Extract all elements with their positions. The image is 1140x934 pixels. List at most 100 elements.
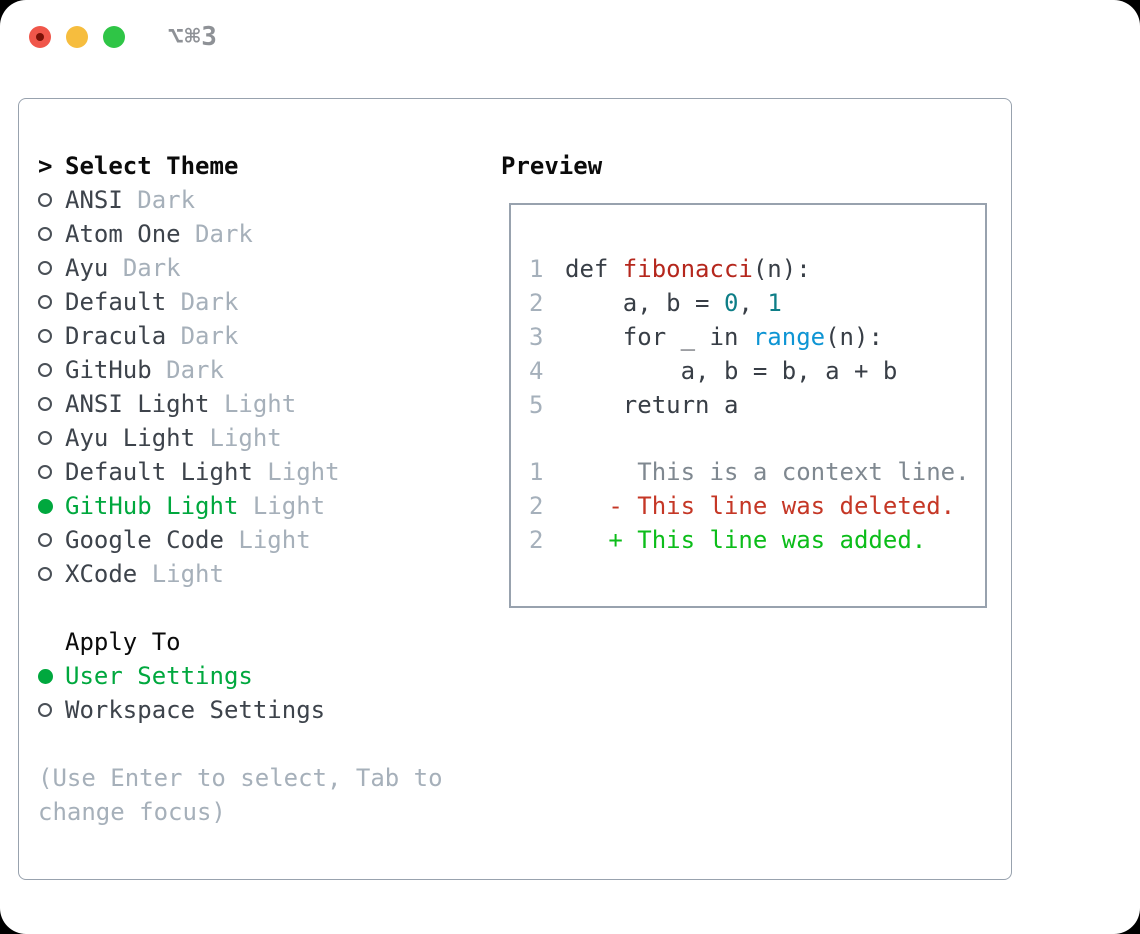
theme-variant-tag: Dark xyxy=(180,288,239,316)
theme-name: Google Code xyxy=(65,526,224,554)
apply-to-title: Apply To xyxy=(65,628,181,656)
radio-selected-icon xyxy=(38,498,53,514)
theme-name: Dracula xyxy=(65,322,167,350)
radio-icon xyxy=(38,703,52,717)
line-number: 5 xyxy=(529,391,544,419)
code-line: 3 for _ in range(n): xyxy=(529,320,985,354)
code-token: a, b = b, a + b xyxy=(565,357,898,385)
radio-icon xyxy=(38,329,52,343)
traffic-light-minimize-icon[interactable] xyxy=(66,26,88,48)
traffic-light-close-icon[interactable] xyxy=(29,26,51,48)
code-token: , xyxy=(738,289,768,317)
preview-header: Preview xyxy=(501,152,603,180)
line-number: 4 xyxy=(529,357,544,385)
theme-name: ANSI xyxy=(65,186,123,214)
select-theme-header: > Select Theme xyxy=(38,149,488,183)
hint-text: (Use Enter to select, Tab to change focu… xyxy=(38,764,443,826)
code-token: a, b = xyxy=(565,289,724,317)
line-number: 2 xyxy=(529,492,544,520)
theme-variant-tag: Dark xyxy=(166,356,224,384)
theme-name: XCode xyxy=(65,560,138,588)
radio-selected-icon xyxy=(38,668,53,684)
apply-to-header: Apply To xyxy=(38,625,488,659)
radio-icon xyxy=(38,397,52,411)
theme-name: Default Light xyxy=(65,458,253,486)
theme-option[interactable]: Default Light Light xyxy=(38,455,488,489)
theme-variant-tag: Light xyxy=(238,526,311,554)
code-token: - This line was deleted. xyxy=(565,492,956,520)
radio-icon xyxy=(38,533,52,547)
theme-variant-tag: Dark xyxy=(195,220,253,248)
theme-option[interactable]: Dracula Dark xyxy=(38,319,488,353)
code-token: (n): xyxy=(752,255,811,283)
theme-option[interactable]: Ayu Light Light xyxy=(38,421,488,455)
diff-line: 2 - This line was deleted. xyxy=(529,489,985,523)
code-token: (n): xyxy=(825,323,883,351)
spacer xyxy=(38,591,488,625)
theme-name: Atom One xyxy=(65,220,181,248)
radio-icon xyxy=(38,227,52,241)
traffic-light-zoom-icon[interactable] xyxy=(103,26,125,48)
line-number: 2 xyxy=(529,289,544,317)
theme-option[interactable]: ANSI Light Light xyxy=(38,387,488,421)
code-token: fibonacci xyxy=(622,255,753,283)
diff-line: 2 + This line was added. xyxy=(529,523,985,557)
apply-option-label: Workspace Settings xyxy=(65,696,326,724)
radio-icon xyxy=(38,295,52,309)
apply-option[interactable]: Workspace Settings xyxy=(38,693,488,727)
theme-option[interactable]: Ayu Dark xyxy=(38,251,488,285)
theme-option[interactable]: ANSI Dark xyxy=(38,183,488,217)
code-line: 4 a, b = b, a + b xyxy=(529,354,985,388)
theme-variant-tag: Dark xyxy=(122,254,181,282)
diff-line: 1 This is a context line. xyxy=(529,455,985,489)
line-number: 1 xyxy=(529,255,544,283)
line-number: 3 xyxy=(529,323,544,351)
theme-option[interactable]: Google Code Light xyxy=(38,523,488,557)
theme-name: GitHub Light xyxy=(65,492,239,520)
code-line: 5 return a xyxy=(529,388,985,422)
theme-variant-tag: Light xyxy=(267,458,340,486)
prompt-icon: > xyxy=(38,152,53,180)
theme-name: ANSI Light xyxy=(65,390,210,418)
code-token: 1 xyxy=(767,289,782,317)
theme-variant-tag: Light xyxy=(209,424,282,452)
theme-option[interactable]: GitHub Light Light xyxy=(38,489,488,523)
line-number: 2 xyxy=(529,526,544,554)
theme-variant-tag: Light xyxy=(223,390,297,418)
theme-name: Ayu Light xyxy=(65,424,196,452)
window-shortcut: ⌥⌘3 xyxy=(168,22,218,52)
theme-variant-tag: Dark xyxy=(137,186,196,214)
code-token: for _ in xyxy=(565,323,753,351)
code-token: 0 xyxy=(723,289,739,317)
theme-variant-tag: Dark xyxy=(180,322,239,350)
radio-icon xyxy=(38,465,52,479)
theme-option[interactable]: Default Dark xyxy=(38,285,488,319)
radio-icon xyxy=(38,567,52,581)
radio-icon xyxy=(38,193,52,207)
theme-variant-tag: Light xyxy=(151,560,224,588)
radio-icon xyxy=(38,431,52,445)
code-line: 2 a, b = 0, 1 xyxy=(529,286,985,320)
code-token: + This line was added. xyxy=(565,526,927,554)
code-token: return a xyxy=(565,391,739,419)
theme-name: Ayu xyxy=(65,254,109,282)
theme-option[interactable]: Atom One Dark xyxy=(38,217,488,251)
code-token: This is a context line. xyxy=(565,458,970,486)
preview-diff-block: 1 This is a context line.2 - This line w… xyxy=(529,455,985,557)
radio-icon xyxy=(38,261,52,275)
titlebar: ⌥⌘3 xyxy=(0,0,1140,74)
theme-variant-tag: Light xyxy=(252,492,326,520)
theme-option[interactable]: XCode Light xyxy=(38,557,488,591)
apply-option[interactable]: User Settings xyxy=(38,659,488,693)
spacer xyxy=(38,727,488,761)
code-token: range xyxy=(752,323,826,351)
theme-option[interactable]: GitHub Dark xyxy=(38,353,488,387)
line-number: 1 xyxy=(529,458,544,486)
